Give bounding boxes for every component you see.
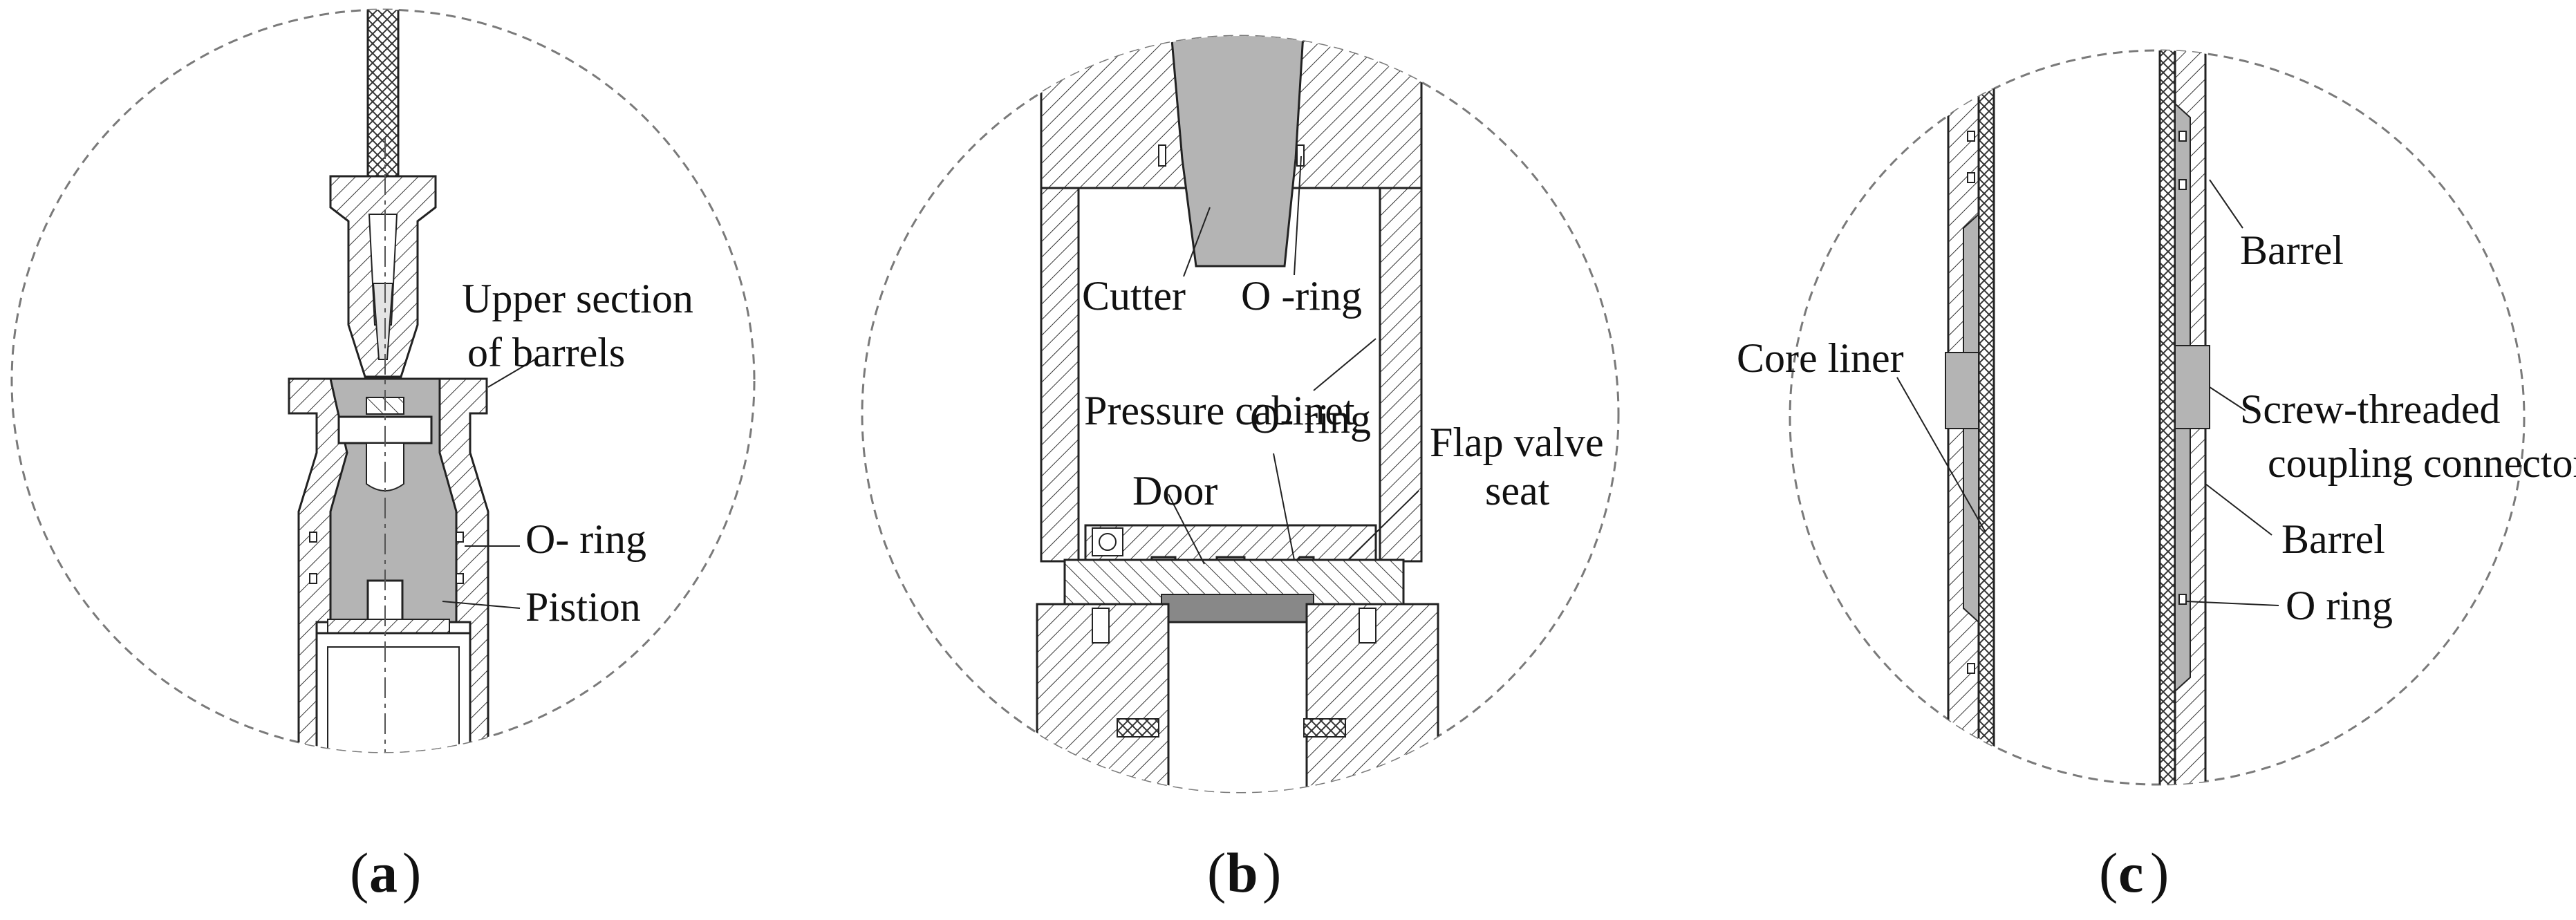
label-pressure-cabinet: Pressure cabinet <box>1084 388 1355 433</box>
label-screw-threaded: Screw-threaded <box>2240 386 2500 432</box>
label-core-liner: Core liner <box>1737 335 1904 381</box>
caption-c: ( c ) <box>2099 841 2169 904</box>
label-seat: seat <box>1485 468 1550 514</box>
label-upper-section: Upper section <box>462 276 693 321</box>
cabinet-wall-left <box>1040 187 1080 563</box>
panel-a: Upper section of barrels O- ring Pistion <box>10 8 756 753</box>
label-o-ring-a: O- ring <box>525 516 646 562</box>
caption-a-letter: a <box>369 841 398 904</box>
cable <box>366 10 400 178</box>
label-o-ring-b1: O -ring <box>1241 273 1362 319</box>
caption-a: ( a ) <box>350 841 421 904</box>
svg-text:(: ( <box>2099 841 2118 904</box>
label-o-ring-c: O ring <box>2286 583 2393 628</box>
panel-c-detail-circle <box>1789 49 2526 786</box>
panel-c: Barrel Core liner Screw-threaded couplin… <box>1737 49 2576 786</box>
caption-b: ( b ) <box>1207 841 1281 904</box>
label-flap-valve: Flap valve <box>1430 420 1604 465</box>
panel-a-drawing <box>288 10 489 752</box>
caption-b-letter: b <box>1226 841 1258 904</box>
core-liner-right <box>2158 50 2176 785</box>
svg-text:(: ( <box>350 841 368 904</box>
label-pistion: Pistion <box>525 584 641 630</box>
cabinet-wall-right <box>1379 187 1423 563</box>
label-barrel-bottom: Barrel <box>2281 516 2385 562</box>
svg-text:): ) <box>2150 841 2169 904</box>
caption-c-letter: c <box>2118 841 2143 904</box>
cutter <box>1167 36 1307 267</box>
svg-text:): ) <box>1262 841 1281 904</box>
label-barrel-top: Barrel <box>2240 227 2344 273</box>
core-liner-left <box>1977 50 1995 785</box>
label-door: Door <box>1132 468 1217 514</box>
panel-b: Cutter O -ring Pressure cabinet Door O- … <box>861 35 1620 794</box>
svg-text:(: ( <box>1207 841 1226 904</box>
panel-c-drawing <box>1945 50 2210 785</box>
label-o-ring-b2: O- ring <box>1250 396 1371 442</box>
label-of-barrels: of barrels <box>467 330 625 375</box>
label-cutter: Cutter <box>1082 273 1186 319</box>
svg-text:): ) <box>402 841 421 904</box>
label-coupling-connector: coupling connector <box>2268 440 2576 486</box>
panel-b-drawing <box>1036 36 1439 792</box>
